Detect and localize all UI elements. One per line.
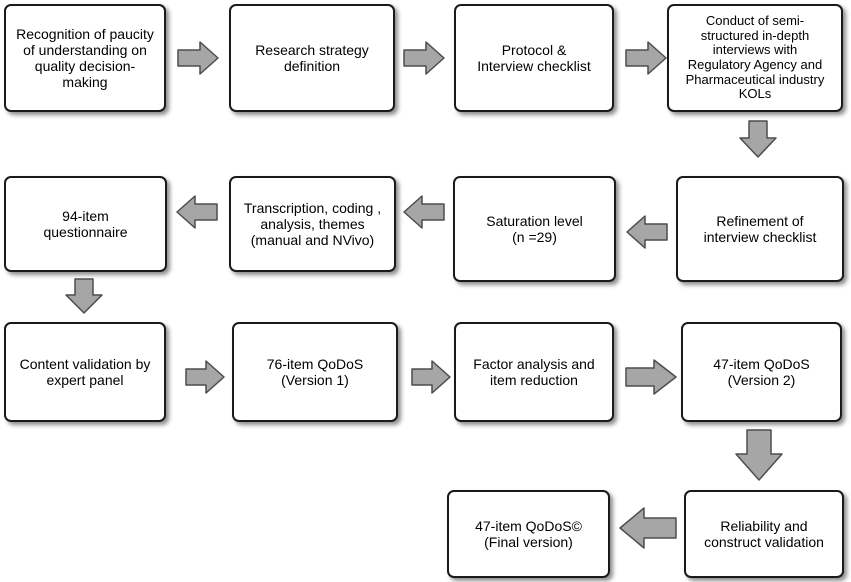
arrow-left-icon [619,507,677,549]
step-76-item-box: 76-item QoDoS (Version 1) [232,322,398,422]
step-76-item-label: 76-item QoDoS (Version 1) [266,355,364,388]
arrow-right-icon [625,41,667,75]
step-content-validation-box: Content validation by expert panel [4,322,166,422]
arrow-right-icon [625,359,677,395]
step-content-validation-label: Content validation by expert panel [19,355,151,388]
arrow-down-icon [739,120,777,158]
step-47-item-label: 47-item QoDoS (Version 2) [713,355,810,388]
step-protocol-label: Protocol & Interview checklist [477,41,591,74]
step-94-item-box: 94-item questionnaire [4,176,167,272]
step-recognition-box: Recognition of paucity of understanding … [4,4,166,112]
step-refinement-box: Refinement of interview checklist [676,176,844,282]
step-reliability-label: Reliability and construct validation [704,517,824,550]
arrow-down-icon [65,278,103,314]
step-factor-analysis-box: Factor analysis and item reduction [454,322,614,422]
step-94-item-label: 94-item questionnaire [43,207,128,240]
arrow-right-icon [177,41,219,75]
step-final-version-label: 47-item QoDoS© (Final version) [475,517,582,550]
arrow-right-icon [411,360,451,394]
step-research-strategy-box: Research strategy definition [229,4,395,112]
arrow-left-icon [626,215,668,249]
step-saturation-label: Saturation level (n =29) [486,212,583,245]
step-transcription-box: Transcription, coding , analysis, themes… [229,176,396,272]
step-research-strategy-label: Research strategy definition [255,41,369,74]
step-transcription-label: Transcription, coding , analysis, themes… [243,199,382,249]
step-saturation-box: Saturation level (n =29) [453,176,616,282]
step-interviews-label: Conduct of semi- structured in-depth int… [685,13,825,102]
step-47-item-box: 47-item QoDoS (Version 2) [681,322,842,422]
step-protocol-box: Protocol & Interview checklist [454,4,614,112]
step-interviews-box: Conduct of semi- structured in-depth int… [667,4,843,112]
step-recognition-label: Recognition of paucity of understanding … [16,25,154,91]
arrow-left-icon [176,195,218,229]
arrow-down-icon [735,429,783,481]
arrow-left-icon [403,195,445,229]
arrow-right-icon [185,360,225,394]
step-reliability-box: Reliability and construct validation [684,490,844,578]
arrow-right-icon [403,41,445,75]
step-final-version-box: 47-item QoDoS© (Final version) [447,490,610,578]
step-refinement-label: Refinement of interview checklist [703,212,817,245]
step-factor-analysis-label: Factor analysis and item reduction [473,355,595,388]
